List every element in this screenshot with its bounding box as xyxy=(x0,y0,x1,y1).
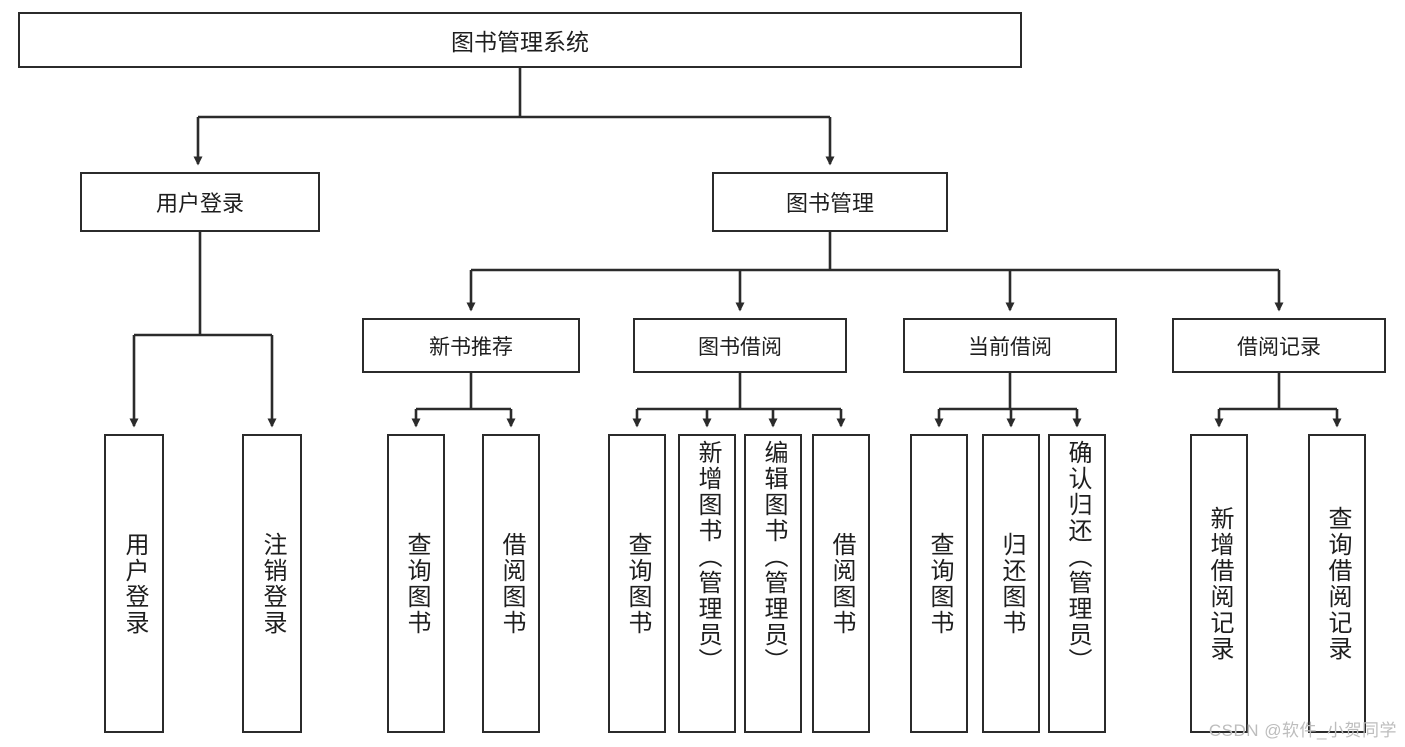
leaf-edit-book-admin[interactable]: 编辑图书（管理员） xyxy=(744,434,802,733)
node-label: 借阅记录 xyxy=(1237,335,1321,359)
leaf-user-logout[interactable]: 注销登录 xyxy=(242,434,302,733)
leaf-confirm-return-admin[interactable]: 确认归还（管理员） xyxy=(1048,434,1106,733)
node-label: 归还图书 xyxy=(997,531,1025,636)
leaf-query-book-new[interactable]: 查询图书 xyxy=(387,434,445,733)
watermark-text: CSDN @软件_小贺同学 xyxy=(1208,721,1397,740)
node-borrow-record[interactable]: 借阅记录 xyxy=(1172,318,1386,373)
node-label: 查询图书 xyxy=(623,531,651,636)
node-label: 查询借阅记录 xyxy=(1323,505,1351,662)
leaf-add-book-admin[interactable]: 新增图书（管理员） xyxy=(678,434,736,733)
node-label: 图书管理系统 xyxy=(451,29,589,55)
node-book-management[interactable]: 图书管理 xyxy=(712,172,948,232)
node-label: 确认归还（管理员） xyxy=(1063,440,1091,674)
node-label: 查询图书 xyxy=(925,531,953,636)
node-label: 借阅图书 xyxy=(827,531,855,636)
node-book-borrow[interactable]: 图书借阅 xyxy=(633,318,847,373)
leaf-return-book[interactable]: 归还图书 xyxy=(982,434,1040,733)
leaf-borrow-book-new[interactable]: 借阅图书 xyxy=(482,434,540,733)
node-current-borrow[interactable]: 当前借阅 xyxy=(903,318,1117,373)
node-label: 查询图书 xyxy=(402,531,430,636)
node-label: 注销登录 xyxy=(258,531,286,636)
node-label: 新增借阅记录 xyxy=(1205,505,1233,662)
leaf-query-borrow-record[interactable]: 查询借阅记录 xyxy=(1308,434,1366,733)
node-label: 图书管理 xyxy=(785,191,874,216)
node-label: 用户登录 xyxy=(155,191,244,216)
leaf-lend-book[interactable]: 借阅图书 xyxy=(812,434,870,733)
leaf-user-login[interactable]: 用户登录 xyxy=(104,434,164,733)
node-label: 当前借阅 xyxy=(968,335,1052,359)
node-new-book-recommend[interactable]: 新书推荐 xyxy=(362,318,580,373)
node-label: 新书推荐 xyxy=(429,335,513,359)
leaf-query-book-current[interactable]: 查询图书 xyxy=(910,434,968,733)
node-label: 用户登录 xyxy=(120,531,148,636)
node-label: 借阅图书 xyxy=(497,531,525,636)
node-label: 图书借阅 xyxy=(698,335,782,359)
node-label: 编辑图书（管理员） xyxy=(759,440,787,674)
node-root-system[interactable]: 图书管理系统 xyxy=(18,12,1022,68)
node-label: 新增图书（管理员） xyxy=(693,440,721,674)
leaf-query-book-borrow[interactable]: 查询图书 xyxy=(608,434,666,733)
leaf-add-borrow-record[interactable]: 新增借阅记录 xyxy=(1190,434,1248,733)
node-user-login[interactable]: 用户登录 xyxy=(80,172,320,232)
